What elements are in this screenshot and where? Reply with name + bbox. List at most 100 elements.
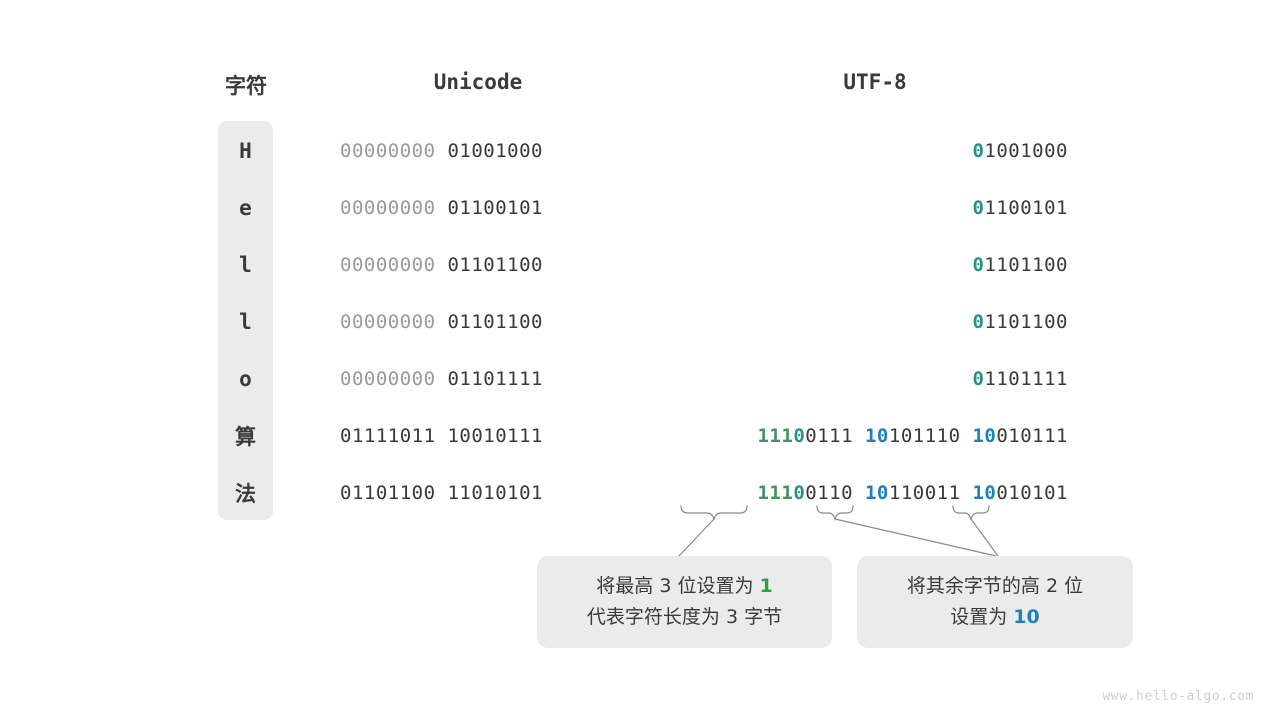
unicode-high-byte: 00000000 xyxy=(340,254,436,276)
character-glyph: e xyxy=(239,196,252,220)
utf8-byte: 10110011 xyxy=(865,482,961,504)
byte-separator xyxy=(436,197,448,219)
unicode-low-byte: 01101111 xyxy=(447,368,543,390)
utf8-byte-prefix: 10 xyxy=(864,482,889,504)
note1-text-a: 将最高 xyxy=(596,575,660,598)
character-glyph: o xyxy=(239,367,252,391)
utf8-byte-payload: 1100101 xyxy=(984,197,1068,219)
character-glyph: H xyxy=(239,139,252,163)
utf8-byte-prefix-terminator: 0 xyxy=(793,425,806,447)
utf8-byte: 11100111 xyxy=(757,425,853,447)
character-column-panel xyxy=(218,121,273,520)
utf8-byte: 10101110 xyxy=(865,425,961,447)
character-cell: 算 xyxy=(218,416,273,456)
unicode-cell: 00000000 01101100 xyxy=(340,302,630,342)
annotation-line: 代表字符长度为 3 字节 xyxy=(586,606,783,628)
utf8-byte-payload: 1101100 xyxy=(984,254,1068,276)
utf8-byte: 01100101 xyxy=(972,197,1068,219)
unicode-cell: 00000000 01100101 xyxy=(340,188,630,228)
note2-text-a: 设置为 xyxy=(950,606,1014,628)
utf8-byte-prefix: 0 xyxy=(972,140,985,162)
utf8-cell: 01101100 xyxy=(972,302,1068,342)
unicode-low-byte: 01101100 xyxy=(447,254,543,276)
unicode-low-byte: 11010101 xyxy=(447,482,543,504)
utf8-byte-payload: 0111 xyxy=(805,425,854,447)
utf8-byte: 01101100 xyxy=(972,254,1068,276)
utf8-byte: 11100110 xyxy=(757,482,853,504)
utf8-byte-payload: 010101 xyxy=(996,482,1068,504)
byte-separator xyxy=(436,482,448,504)
annotation-line: 将最高 3 位设置为 1 xyxy=(596,571,772,602)
byte-separator xyxy=(853,425,865,447)
byte-separator xyxy=(436,140,448,162)
utf8-cell: 01001000 xyxy=(972,131,1068,171)
character-glyph: l xyxy=(239,253,252,277)
byte-separator xyxy=(436,311,448,333)
utf8-byte-prefix: 0 xyxy=(972,197,985,219)
utf8-byte-prefix: 0 xyxy=(972,254,985,276)
utf8-byte: 01101111 xyxy=(972,368,1068,390)
unicode-high-byte: 00000000 xyxy=(340,368,436,390)
character-cell: l xyxy=(218,245,273,285)
character-cell: H xyxy=(218,131,273,171)
note2-highlight: 10 xyxy=(1013,606,1040,628)
utf8-byte: 10010101 xyxy=(972,482,1068,504)
column-header-utf8: UTF-8 xyxy=(843,70,907,94)
character-glyph: 法 xyxy=(235,482,256,506)
byte-separator xyxy=(853,482,865,504)
utf8-byte-prefix: 10 xyxy=(972,425,997,447)
unicode-cell: 00000000 01001000 xyxy=(340,131,630,171)
utf8-byte-prefix: 10 xyxy=(972,482,997,504)
unicode-cell: 01111011 10010111 xyxy=(340,416,630,456)
byte-separator xyxy=(436,254,448,276)
utf8-byte: 01001000 xyxy=(972,140,1068,162)
character-cell: l xyxy=(218,302,273,342)
utf8-byte-payload: 0110 xyxy=(805,482,854,504)
character-cell: o xyxy=(218,359,273,399)
unicode-high-byte: 00000000 xyxy=(340,197,436,219)
annotation-line: 将其余字节的高 2 位 xyxy=(906,575,1084,598)
utf8-byte-prefix: 10 xyxy=(864,425,889,447)
utf8-byte-payload: 1001000 xyxy=(984,140,1068,162)
utf8-byte-payload: 010111 xyxy=(996,425,1068,447)
unicode-high-byte: 00000000 xyxy=(340,311,436,333)
note1-text-b: 位设置为 xyxy=(671,575,760,598)
column-header-unicode: Unicode xyxy=(433,70,523,94)
utf8-byte-payload: 110011 xyxy=(888,482,961,504)
utf8-cell: 11100110 10110011 10010101 xyxy=(757,473,1068,513)
unicode-cell: 00000000 01101100 xyxy=(340,245,630,285)
utf8-byte: 10010111 xyxy=(972,425,1068,447)
byte-separator xyxy=(961,425,973,447)
byte-separator xyxy=(436,425,448,447)
character-cell: e xyxy=(218,188,273,228)
unicode-low-byte: 01100101 xyxy=(447,197,543,219)
unicode-cell: 00000000 01101111 xyxy=(340,359,630,399)
note1-highlight: 1 xyxy=(759,575,773,598)
unicode-high-byte: 01101100 xyxy=(340,482,436,504)
unicode-high-byte: 00000000 xyxy=(340,140,436,162)
unicode-high-byte: 01111011 xyxy=(340,425,436,447)
watermark: www.hello-algo.com xyxy=(1102,689,1254,704)
utf8-byte: 01101100 xyxy=(972,311,1068,333)
utf8-cell: 11100111 10101110 10010111 xyxy=(757,416,1068,456)
unicode-low-byte: 10010111 xyxy=(447,425,543,447)
unicode-low-byte: 01101100 xyxy=(447,311,543,333)
utf8-byte-payload: 101110 xyxy=(888,425,961,447)
annotation-continuation-bits: 将其余字节的高 2 位 设置为 10 xyxy=(857,556,1133,648)
utf8-byte-prefix: 0 xyxy=(972,311,985,333)
utf8-cell: 01101100 xyxy=(972,245,1068,285)
utf8-cell: 01100101 xyxy=(972,188,1068,228)
annotation-line: 设置为 10 xyxy=(950,602,1040,633)
utf8-byte-payload: 1101100 xyxy=(984,311,1068,333)
byte-separator xyxy=(436,368,448,390)
character-cell: 法 xyxy=(218,473,273,513)
utf8-byte-prefix: 111 xyxy=(757,425,794,447)
column-header-character: 字符 xyxy=(225,74,267,98)
utf8-byte-prefix-terminator: 0 xyxy=(793,482,806,504)
byte-separator xyxy=(961,482,973,504)
note1-count: 3 xyxy=(659,575,672,598)
annotation-leading-bits: 将最高 3 位设置为 1 代表字符长度为 3 字节 xyxy=(537,556,832,648)
utf8-byte-prefix: 111 xyxy=(757,482,794,504)
utf8-cell: 01101111 xyxy=(972,359,1068,399)
